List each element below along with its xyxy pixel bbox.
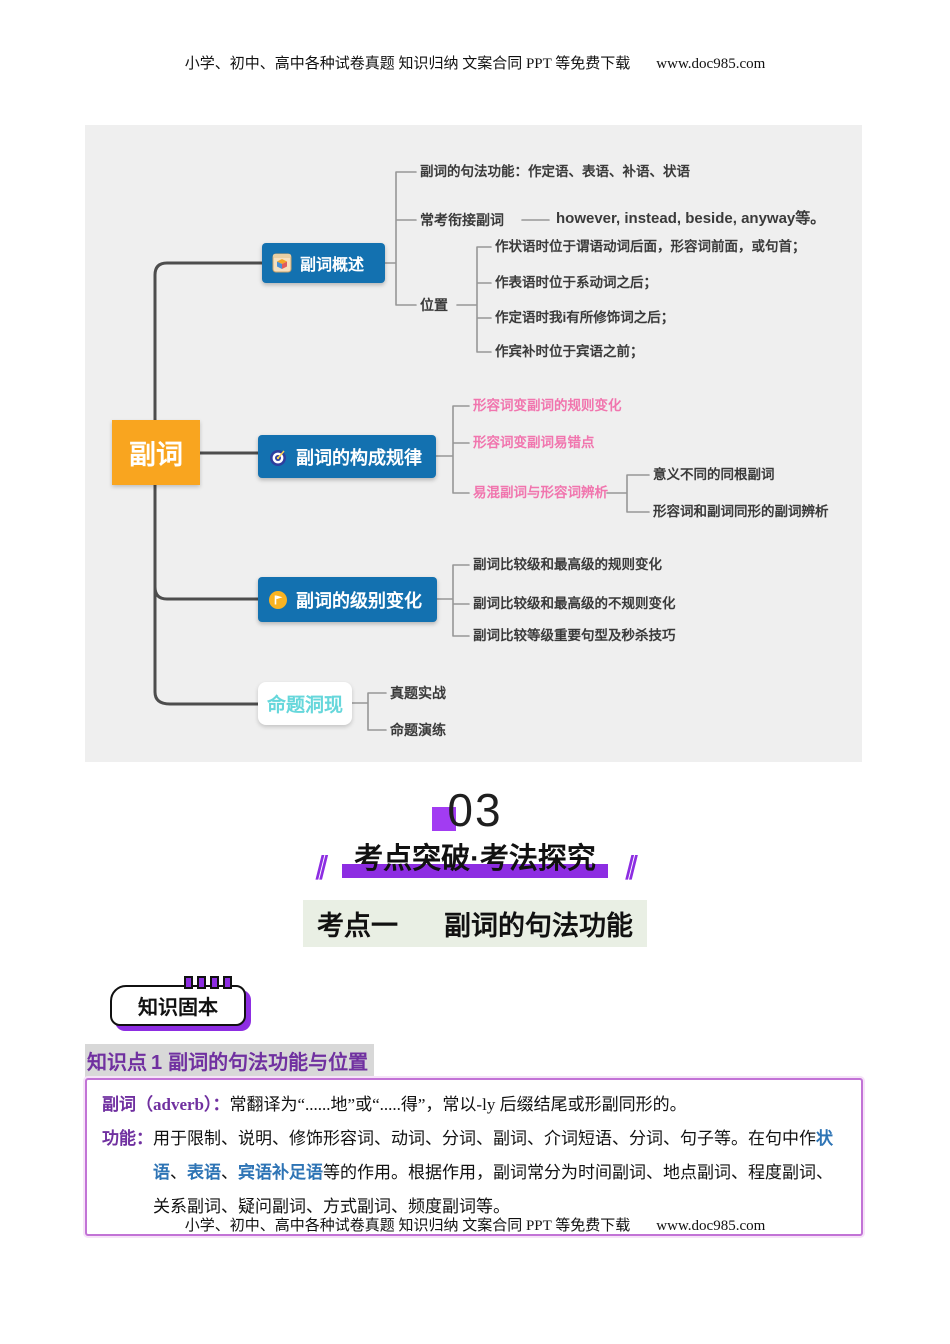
exam-point-label: 考点一: [317, 911, 398, 941]
knowledge-point-label: 知识点: [87, 1052, 147, 1074]
mindmap-connectors: [153, 171, 650, 731]
function-line: 功能：用于限制、说明、修饰形容词、动词、分词、副词、介词短语、分词、句子等。在句…: [102, 1122, 846, 1224]
title-underline-bar: [342, 864, 608, 878]
purple-square-icon: [432, 807, 457, 831]
page-header: 小学、初中、高中各种试卷真题 知识归纳 文案合同 PPT 等免费下载 www.do…: [0, 52, 950, 73]
node-overview-label: 副词概述: [300, 257, 365, 274]
leaf-position-item: 作定语时我i有所修饰词之后；: [495, 310, 675, 325]
keyword-biaoyu: 表语: [187, 1163, 221, 1182]
section-number: 03: [447, 784, 503, 836]
leaf-formation-subitem: 形容词和副词同形的副词辨析: [653, 504, 829, 519]
badge-label: 知识固本: [138, 997, 218, 1019]
exam-point-title: 副词的句法功能: [444, 911, 633, 941]
node-formation-label: 副词的构成规律: [296, 447, 422, 468]
section-number-block: 03: [0, 784, 950, 836]
function-term: 功能：: [102, 1129, 153, 1148]
leaf-degree-item: 副词比较等级重要句型及秒杀技巧: [473, 628, 676, 643]
node-degree-label: 副词的级别变化: [296, 590, 422, 611]
mindmap-root-node: 副词: [112, 420, 200, 485]
cube-window-icon: [272, 253, 292, 273]
node-exam-label: 命题洞现: [266, 695, 343, 716]
mindmap: 副词 副词概述 副词的句法功能：作定语、表语、补语、状语 常考衔接副词 howe…: [85, 125, 862, 762]
page-footer: 小学、初中、高中各种试卷真题 知识归纳 文案合同 PPT 等免费下载 www.do…: [0, 1214, 950, 1235]
leaf-degree-item: 副词比较级和最高级的不规则变化: [473, 596, 676, 611]
leaf-formation-item: 形容词变副词的规则变化: [473, 398, 622, 413]
knowledge-point-number: 1: [151, 1052, 163, 1074]
header-url: www.doc985.com: [656, 56, 766, 72]
leaf-position-item: 作状语时位于谓语动词后面，形容词前面，或句首；: [495, 239, 806, 254]
definition-box: 副词（adverb）：常翻译为“......地”或“.....得”，常以-ly …: [85, 1078, 863, 1236]
leaf-formation-subitem: 意义不同的同根副词: [653, 467, 775, 482]
section-title-block: ∥ 考点突破·考法探究 ∥: [0, 840, 950, 880]
mindmap-node-formation: 副词的构成规律: [258, 435, 436, 478]
separator: 、: [170, 1163, 187, 1182]
mindmap-node-exam: 命题洞现: [258, 682, 352, 725]
mindmap-node-overview: 副词概述: [262, 243, 385, 283]
leaf-formation-item: 易混副词与形容词辨析: [473, 485, 608, 500]
double-slash-icon: ∥: [623, 853, 636, 880]
footer-url: www.doc985.com: [656, 1218, 766, 1234]
knowledge-point-title: 副词的句法功能与位置: [168, 1052, 369, 1074]
badge-comb-icon: [184, 976, 232, 989]
keyword-zhuangyu: 状语: [153, 1129, 833, 1182]
leaf-position-item: 作宾补时位于宾语之前；: [495, 344, 644, 359]
separator: 、: [221, 1163, 238, 1182]
exam-point-heading: 考点一 副词的句法功能: [0, 900, 950, 947]
definition-term: 副词（adverb）：: [102, 1095, 230, 1114]
flag-icon: [268, 590, 288, 610]
leaf-exam-item: 真题实战: [390, 685, 446, 701]
leaf-conjunct-label: 常考衔接副词: [420, 212, 504, 228]
definition-line: 副词（adverb）：常翻译为“......地”或“.....得”，常以-ly …: [102, 1088, 846, 1122]
keyword-binyubuzuyu: 宾语补足语: [238, 1163, 323, 1182]
header-text: 小学、初中、高中各种试卷真题 知识归纳 文案合同 PPT 等免费下载: [184, 56, 631, 72]
root-label: 副词: [129, 440, 183, 470]
function-text-2: 等的作用。根据作用，副词常分为时间副词、地点副词、程度副词、关系副词、疑问副词、…: [153, 1163, 833, 1216]
leaf-syntax-function: 副词的句法功能：作定语、表语、补语、状语: [420, 164, 690, 179]
knowledge-badge: 知识固本: [110, 976, 246, 1026]
dartboard-icon: [268, 447, 288, 467]
leaf-position-item: 作表语时位于系动词之后；: [495, 275, 657, 290]
definition-text: 常翻译为“......地”或“.....得”，常以-ly 后缀结尾或形副同形的。: [229, 1095, 687, 1114]
section-title: 考点突破·考法探究: [354, 843, 596, 875]
leaf-degree-item: 副词比较级和最高级的规则变化: [473, 557, 662, 572]
function-text-1: 用于限制、说明、修饰形容词、动词、分词、副词、介词短语、分词、句子等。在句中作: [153, 1129, 816, 1148]
leaf-exam-item: 命题演练: [390, 722, 446, 738]
leaf-formation-item: 形容词变副词易错点: [473, 435, 595, 450]
footer-text: 小学、初中、高中各种试卷真题 知识归纳 文案合同 PPT 等免费下载: [184, 1218, 631, 1234]
double-slash-icon: ∥: [314, 853, 327, 880]
leaf-conjunct-value: however, instead, beside, anyway等。: [556, 210, 826, 227]
mindmap-node-degree: 副词的级别变化: [258, 577, 437, 622]
leaf-position-label: 位置: [420, 297, 448, 313]
